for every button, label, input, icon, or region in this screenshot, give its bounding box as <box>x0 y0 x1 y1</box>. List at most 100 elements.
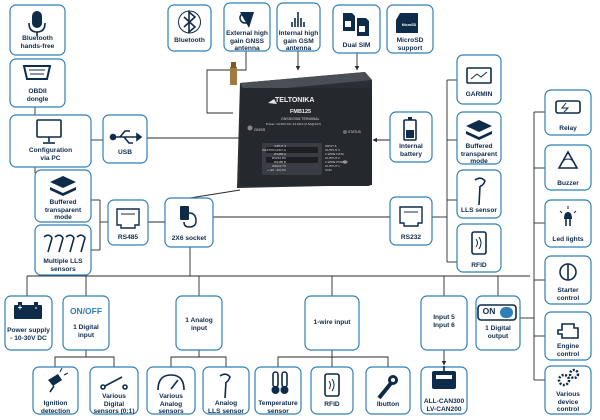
rfid-card-icon <box>471 231 487 255</box>
microphone-icon <box>28 11 46 36</box>
sim-card-icon <box>343 13 369 36</box>
box-rs485 <box>107 199 149 246</box>
lls-sensor-icon <box>43 234 86 253</box>
box-led <box>544 199 592 248</box>
label-wire-input: 1-wire input <box>313 319 351 326</box>
gps-antenna-icon <box>239 12 254 28</box>
box-digital-input <box>62 295 110 351</box>
can-adapter-icon <box>432 366 456 389</box>
relay-icon <box>555 100 581 114</box>
bluetooth-icon <box>178 10 201 34</box>
device-subtitle: GNSS/GSM TERMINAL <box>281 117 320 121</box>
label-temperature: Temperature sensor <box>258 400 298 415</box>
ethernet-port-icon <box>116 208 140 229</box>
connector-lines <box>26 51 545 381</box>
label-ibutton: Ibutton <box>376 401 400 408</box>
label-garmin: GARMIN <box>465 91 493 98</box>
tracker-device <box>230 62 372 188</box>
microsd-icon <box>396 13 418 33</box>
lls-sensor-icon <box>219 373 231 399</box>
label-bluetooth-handsfree: Bluetooth hands-free <box>20 35 55 50</box>
label-engine: Engine control <box>556 343 580 358</box>
label-analog-input: 1 Analog input <box>185 317 213 332</box>
box-ignition <box>32 366 79 415</box>
label-dual-sim: Dual SIM <box>342 42 371 49</box>
toggle-icon <box>477 304 517 321</box>
component-boxes <box>4 2 592 415</box>
label-battery: Internal battery <box>399 143 423 158</box>
buffer-stack-icon <box>466 120 492 140</box>
device-gnss-label: GNSS <box>254 127 266 132</box>
label-rs232: RS232 <box>400 234 422 241</box>
label-rfid-right: RFID <box>471 262 487 269</box>
label-input56: Input 5 Input 6 <box>433 314 455 329</box>
box-various-device <box>544 365 592 415</box>
label-gnss-antenna: External high gain GNSS antenna <box>226 30 268 52</box>
device-status-label: STATUS <box>348 130 361 134</box>
device-pins-right: INPUT 6 OUTPUT 3 1-WIRE DATA OUTPUT 2 1-… <box>325 144 348 172</box>
device-pins-left: INPUT 3 IGNITION (DIN 1) RS485 A RS232 R… <box>262 144 286 172</box>
label-obdii: OBDII dongle <box>26 88 49 103</box>
box-obdii <box>9 58 66 108</box>
label-buffered-left: Buffered transparent mode <box>44 199 82 221</box>
led-icon <box>559 206 577 226</box>
lls-sensor-icon <box>474 177 486 206</box>
ignition-icon <box>48 367 69 393</box>
obd-connector-icon <box>22 65 52 80</box>
buffer-stack-icon <box>50 176 76 196</box>
box-gnss <box>223 2 271 52</box>
label-lls-sensor: LLS sensor <box>461 207 497 214</box>
label-rs485: RS485 <box>117 234 139 241</box>
label-buzzer: Buzzer <box>557 180 579 187</box>
label-usb: USB <box>118 149 132 156</box>
label-bluetooth: Bluetooth <box>174 37 205 44</box>
box-various-analog <box>146 366 196 415</box>
label-ignition: Ignition detection <box>40 400 71 415</box>
ibutton-icon <box>377 375 398 400</box>
thermometer-icon <box>271 371 289 394</box>
box-engine <box>544 311 592 361</box>
box-socket <box>164 197 214 248</box>
box-wire-input <box>304 295 360 351</box>
box-config <box>9 114 92 168</box>
label-config: Configuration via PC <box>28 147 73 162</box>
starter-icon <box>559 263 577 281</box>
box-input56 <box>420 295 468 351</box>
toggle-on-word: ON <box>482 306 496 316</box>
label-starter: Starter control <box>556 287 580 302</box>
label-power-supply: Power supply - 10-30V DC <box>7 327 50 342</box>
device-power: Power: 10-30V DC; 2A MAX (0.5A@12V) <box>266 122 321 126</box>
label-various-analog: Various Analog sensors <box>158 393 184 415</box>
device-model: FMB125 <box>290 109 312 115</box>
gears-icon <box>557 368 580 387</box>
power-battery-icon <box>14 302 42 319</box>
socket-icon <box>180 206 197 228</box>
label-microsd: MicroSD support <box>396 37 424 52</box>
label-relay: Relay <box>559 125 577 132</box>
label-gsm-antenna: Internal high gain GSM antenna <box>278 30 319 52</box>
box-multiple-lls <box>34 224 92 276</box>
engine-icon <box>557 323 579 339</box>
label-socket: 2X6 socket <box>171 235 207 242</box>
battery-minus-glyph: - <box>34 303 38 312</box>
label-digital-input: 1 Digital input <box>73 324 99 339</box>
gsm-antenna-icon <box>291 12 305 27</box>
label-buffered-right: Buffered transparent mode <box>460 143 498 165</box>
label-multiple-lls: Multiple LLS sensors <box>43 258 83 273</box>
box-bluetooth-handsfree <box>9 4 66 56</box>
gauge-icon <box>157 374 185 391</box>
microsd-card-text: MicroSD <box>401 23 417 27</box>
box-rfid-right <box>456 223 502 273</box>
label-led-lights: Led lights <box>552 236 584 243</box>
battery-plus-glyph: + <box>17 303 23 312</box>
box-digital-output <box>475 295 521 351</box>
label-rfid-bottom: RFID <box>324 401 340 408</box>
rfid-card-icon <box>324 373 340 397</box>
garmin-icon <box>466 67 492 84</box>
device-brand: TELTONIKA <box>275 97 315 104</box>
box-analog-input <box>175 295 223 351</box>
label-digital-output: 1 Digital output <box>485 325 511 340</box>
label-various-digital: Various Digital sensors (0;1) <box>93 393 135 415</box>
buzzer-icon <box>557 150 579 169</box>
